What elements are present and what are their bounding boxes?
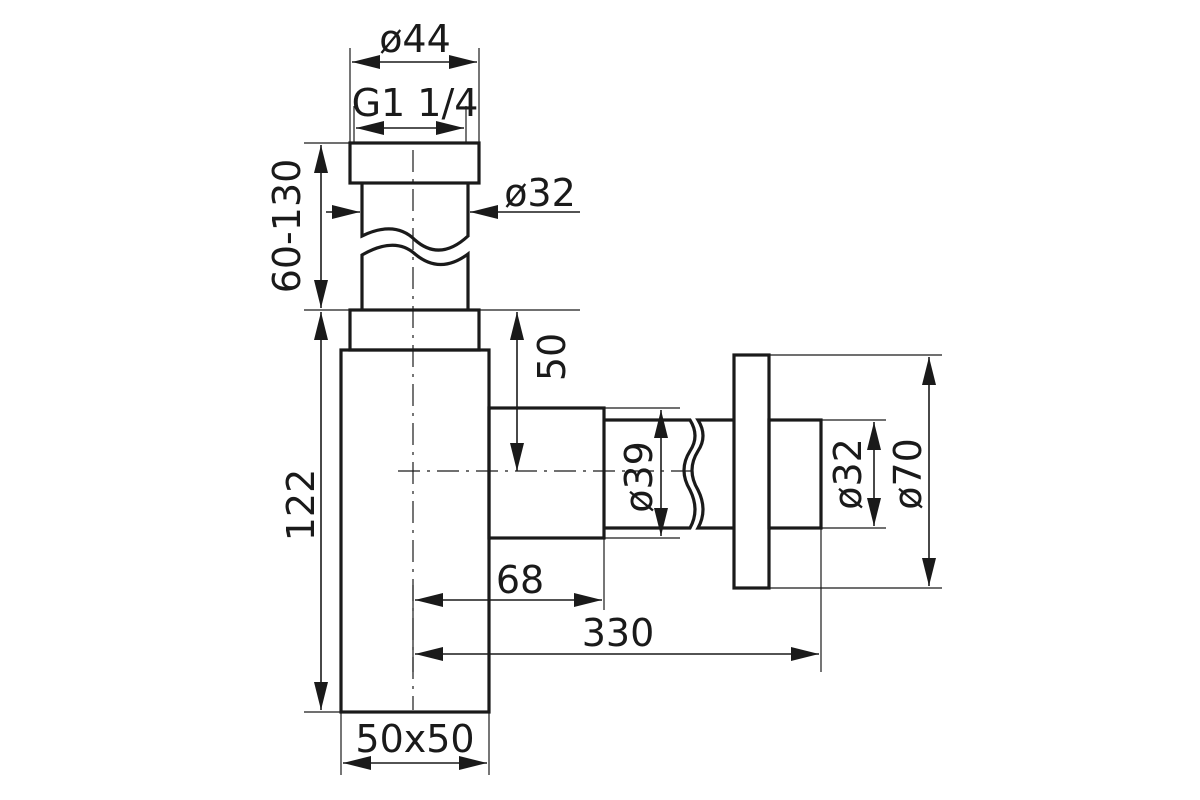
dimension-labels: ø44 G1 1/4 ø32 60-130 50 122 50x50 68 33…	[265, 17, 930, 761]
upper-tube	[360, 183, 470, 252]
label-height-range: 60-130	[265, 159, 309, 294]
label-inlet-offset: 50	[530, 333, 574, 381]
label-thread: G1 1/4	[352, 81, 479, 125]
label-total-length: 330	[582, 611, 655, 655]
label-body-section: 50x50	[355, 717, 474, 761]
label-outer-nut-diameter: ø44	[379, 17, 451, 61]
label-outlet-pipe-diameter: ø39	[617, 441, 661, 513]
extension-lines	[304, 48, 942, 775]
outlet-connector	[487, 406, 606, 540]
dimension-lines	[314, 55, 936, 770]
label-body-height: 122	[279, 469, 323, 542]
label-tube-diameter: ø32	[504, 171, 576, 215]
siphon-outline	[339, 141, 823, 714]
center-lines	[398, 150, 700, 710]
siphon-body	[339, 348, 491, 714]
label-outlet-offset: 68	[496, 558, 544, 602]
top-nut	[348, 141, 481, 185]
label-flange-diameter: ø70	[886, 438, 930, 510]
lower-tube	[360, 243, 470, 310]
label-wall-pipe-diameter: ø32	[826, 438, 870, 510]
outlet-pipe-left	[604, 418, 697, 530]
wall-flange	[732, 353, 771, 590]
outlet-pipe-right	[690, 418, 734, 530]
wall-pipe	[767, 418, 823, 530]
body-collar	[348, 308, 481, 352]
